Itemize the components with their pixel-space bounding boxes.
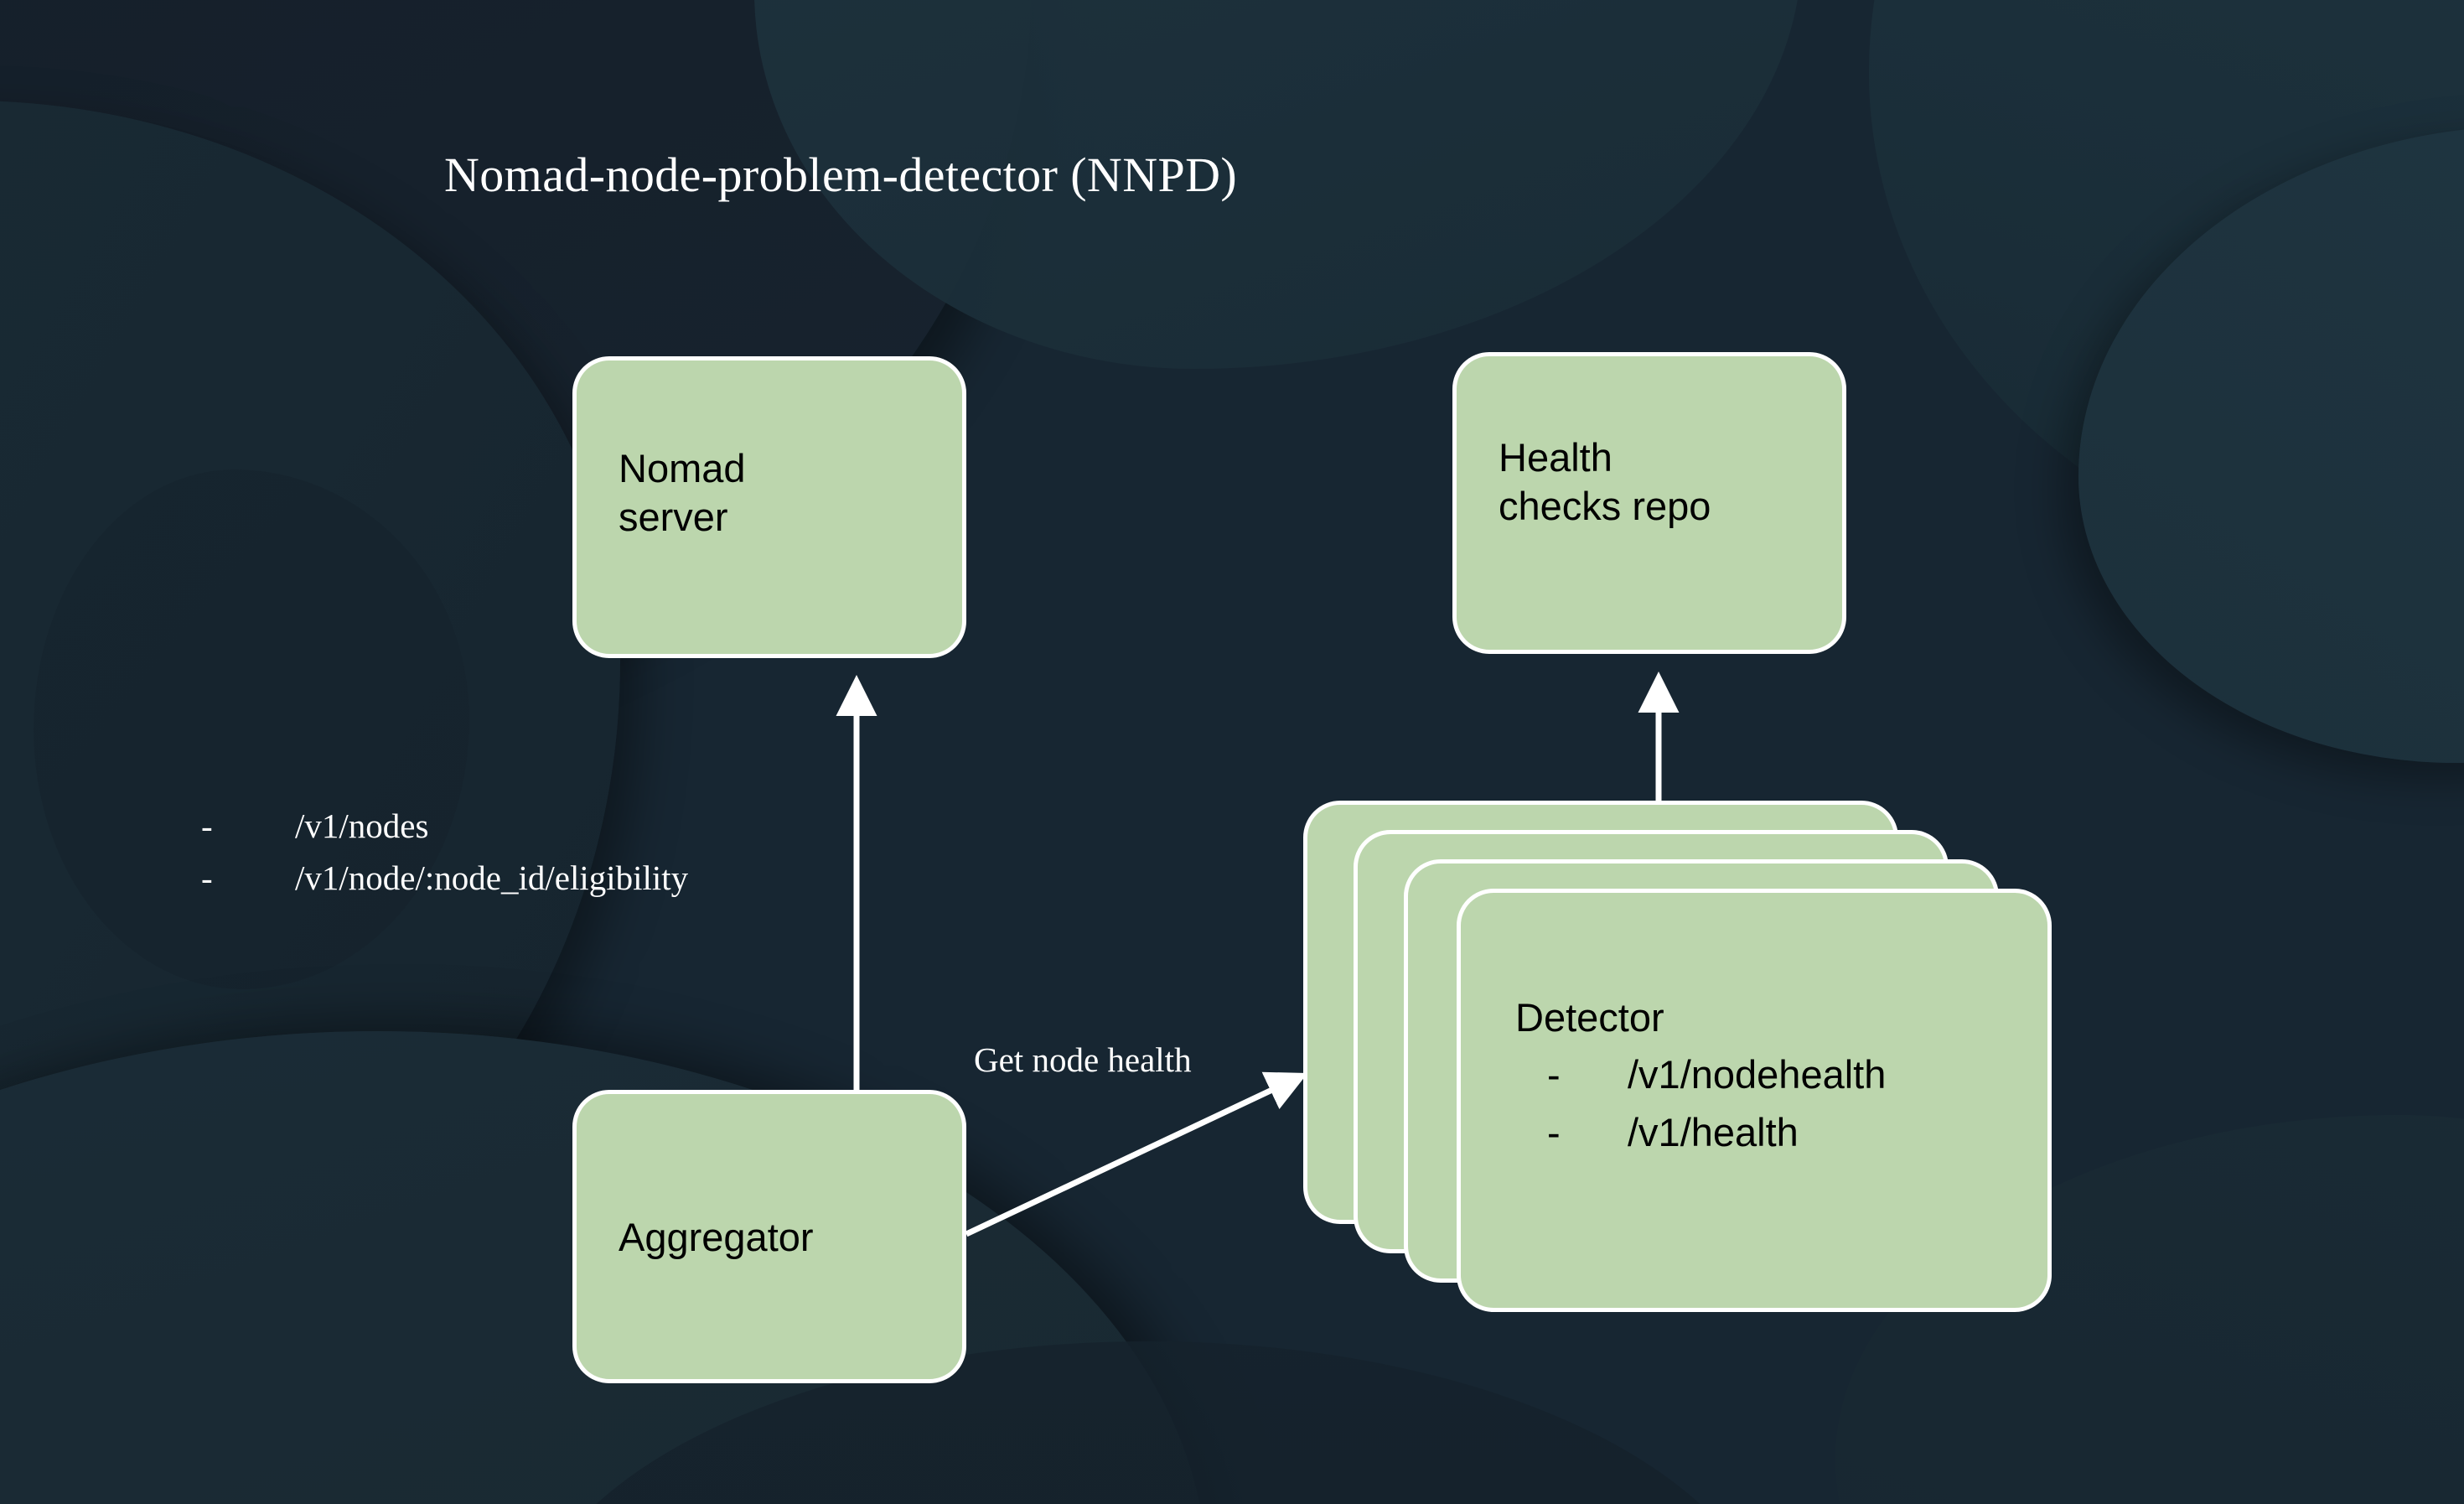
arrow-aggregator-to-detector (965, 1071, 1308, 1237)
edge-label-get-node-health: Get node health (974, 1040, 1192, 1079)
detector-endpoint-row-2: - /v1/health (1515, 1108, 1886, 1157)
detector-endpoint-path-1: /v1/nodehealth (1628, 1052, 1887, 1097)
endpoint-list-dash-1: - (201, 806, 213, 845)
detector-endpoint-dash-2: - (1547, 1109, 1561, 1154)
detector-content: Detector - /v1/nodehealth - /v1/health (1515, 993, 1886, 1157)
endpoint-list-item-2: - /v1/node/:node_id/eligibility (201, 853, 688, 905)
detector-endpoint-row-1: - /v1/nodehealth (1515, 1050, 1886, 1099)
endpoint-list-path-2: /v1/node/:node_id/eligibility (295, 858, 689, 897)
background-blob-left-middle (0, 101, 620, 1316)
node-aggregator[interactable]: Aggregator (572, 1090, 966, 1383)
background-blob-top-right (1869, 0, 2464, 587)
detector-stack-card-front[interactable]: Detector - /v1/nodehealth - /v1/health (1457, 889, 2052, 1312)
node-health-checks-repo-label: Health checks repo (1499, 435, 1711, 529)
detector-title: Detector (1515, 995, 1664, 1040)
node-nomad-server-label: Nomad server (619, 446, 746, 540)
detector-endpoint-path-2: /v1/health (1628, 1109, 1799, 1154)
slide-title: Nomad-node-problem-detector (NNPD) (444, 148, 1238, 202)
node-nomad-server[interactable]: Nomad server (572, 356, 966, 658)
nomad-api-endpoint-list: - /v1/nodes - /v1/node/:node_id/eligibilit… (201, 801, 688, 904)
background-blob-left-notch (34, 469, 469, 989)
background-blob-right-middle (2078, 126, 2464, 763)
endpoint-list-dash-2: - (201, 858, 213, 897)
node-aggregator-label: Aggregator (619, 1215, 814, 1259)
node-detector-stack[interactable]: D D D Detector -/v1/nodehealth -/v1/heal… (1303, 801, 2058, 1312)
endpoint-list-item-1: - /v1/nodes (201, 801, 688, 853)
node-health-checks-repo[interactable]: Health checks repo (1452, 352, 1846, 654)
detector-endpoint-dash-1: - (1547, 1052, 1561, 1097)
endpoint-list-path-1: /v1/nodes (295, 806, 429, 845)
